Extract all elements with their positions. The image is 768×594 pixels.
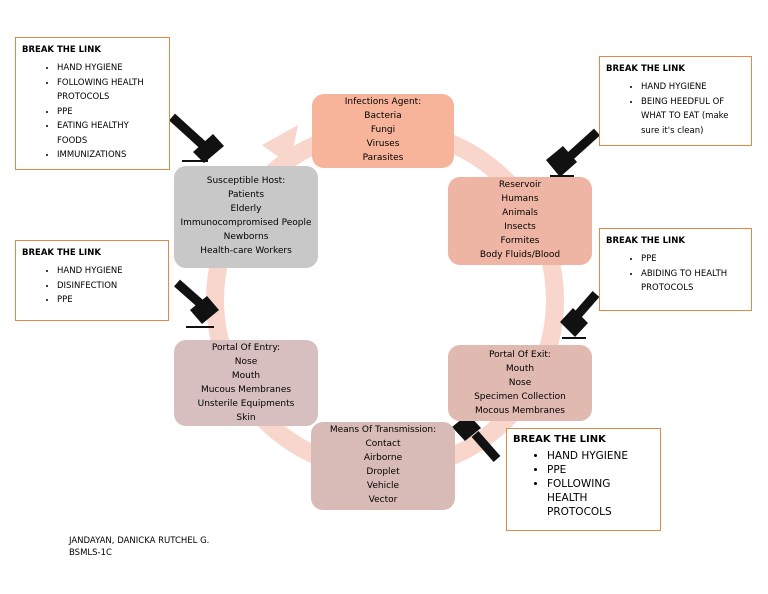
hammer-icon: [546, 128, 601, 177]
node-means-of-transmission: Means Of Transmission: Contact Airborne …: [311, 422, 455, 510]
node-title: Reservoir: [498, 180, 542, 190]
node-portal-of-exit: Portal Of Exit: Mouth Nose Specimen Coll…: [448, 345, 592, 421]
node-item: Nose: [234, 357, 258, 367]
node-portal-of-entry: Portal Of Entry: Nose Mouth Mucous Membr…: [174, 340, 318, 426]
list-item: PPE: [547, 463, 650, 477]
node-item: Humans: [501, 194, 539, 204]
node-item: Airborne: [363, 453, 403, 463]
box-title: BREAK THE LINK: [513, 434, 606, 445]
list-item: ABIDING TO HEALTH PROTOCOLS: [641, 267, 745, 296]
node-item: Animals: [502, 208, 538, 218]
node-title: Portal Of Exit:: [489, 350, 551, 360]
node-infection-agent: Infections Agent: Bacteria Fungi Viruses…: [312, 94, 454, 168]
node-item: Mucous Membranes: [200, 385, 292, 395]
node-item: Skin: [236, 413, 256, 423]
box-title: BREAK THE LINK: [606, 64, 685, 74]
node-item: Nose: [508, 378, 532, 388]
node-item: Droplet: [366, 467, 400, 477]
node-item: Mouth: [231, 371, 261, 381]
list-item: FOLLOWING HEALTH PROTOCOLS: [57, 76, 161, 105]
node-item: Elderly: [230, 204, 262, 214]
node-item: Mouth: [505, 364, 535, 374]
node-title: Means Of Transmission:: [329, 425, 437, 435]
node-item: Vehicle: [366, 481, 400, 491]
node-item: Immunocompromised People: [180, 218, 312, 228]
node-item: Fungi: [370, 125, 396, 135]
list-item: HAND HYGIENE: [641, 80, 745, 95]
node-item: Vector: [368, 495, 398, 505]
author-signature: JANDAYAN, DANICKA RUTCHEL G. BSMLS-1C: [69, 535, 209, 559]
node-susceptible-host: Susceptible Host: Patients Elderly Immun…: [174, 166, 318, 268]
node-title: Infections Agent:: [344, 97, 422, 107]
box-title: BREAK THE LINK: [22, 45, 101, 55]
node-item: Insects: [504, 222, 536, 232]
break-link-box-exit: BREAK THE LINK HAND HYGIENE PPE FOLLOWIN…: [506, 428, 661, 531]
list-item: PPE: [641, 252, 745, 267]
list-item: FOLLOWING HEALTH PROTOCOLS: [547, 477, 650, 519]
ring-arrowhead: [262, 125, 298, 165]
node-item: Formites: [500, 236, 540, 246]
node-title: Susceptible Host:: [206, 176, 286, 186]
hammer-icon: [168, 113, 224, 163]
break-link-box-agent: BREAK THE LINK HAND HYGIENE BEING HEEDFU…: [599, 56, 752, 146]
box-title: BREAK THE LINK: [606, 236, 685, 246]
node-item: Contact: [365, 439, 401, 449]
list-item: PPE: [57, 105, 161, 120]
node-item: Health-care Workers: [200, 246, 292, 256]
author-section: BSMLS-1C: [69, 548, 112, 558]
author-name: JANDAYAN, DANICKA RUTCHEL G.: [69, 536, 210, 546]
node-item: Patients: [227, 190, 265, 200]
break-link-box-host: BREAK THE LINK HAND HYGIENE FOLLOWING HE…: [15, 37, 170, 170]
break-link-box-entry: BREAK THE LINK HAND HYGIENE DISINFECTION…: [15, 240, 169, 321]
list-item: EATING HEALTHY FOODS: [57, 119, 161, 148]
node-item: Unsterile Equipments: [197, 399, 295, 409]
list-item: HAND HYGIENE: [57, 264, 168, 279]
break-link-box-reservoir: BREAK THE LINK PPE ABIDING TO HEALTH PRO…: [599, 228, 752, 311]
list-item: HAND HYGIENE: [57, 61, 161, 76]
node-item: Body Fluids/Blood: [479, 250, 561, 260]
list-item: BEING HEEDFUL OF WHAT TO EAT (make sure …: [641, 95, 745, 139]
list-item: HAND HYGIENE: [547, 449, 650, 463]
node-item: Bacteria: [364, 111, 402, 121]
list-item: PPE: [57, 293, 168, 308]
node-item: Mocous Membranes: [475, 406, 565, 416]
hammer-icon: [174, 279, 219, 328]
node-item: Viruses: [366, 139, 400, 149]
box-title: BREAK THE LINK: [22, 248, 101, 258]
list-item: DISINFECTION: [57, 279, 168, 294]
node-item: Newborns: [223, 232, 269, 242]
node-item: Parasites: [362, 153, 404, 163]
list-item: IMMUNIZATIONS: [57, 148, 161, 163]
node-title: Portal Of Entry:: [211, 343, 281, 353]
node-item: Specimen Collection: [474, 392, 566, 402]
node-reservoir: Reservoir Humans Animals Insects Formite…: [448, 177, 592, 265]
hammer-icon: [560, 291, 600, 339]
